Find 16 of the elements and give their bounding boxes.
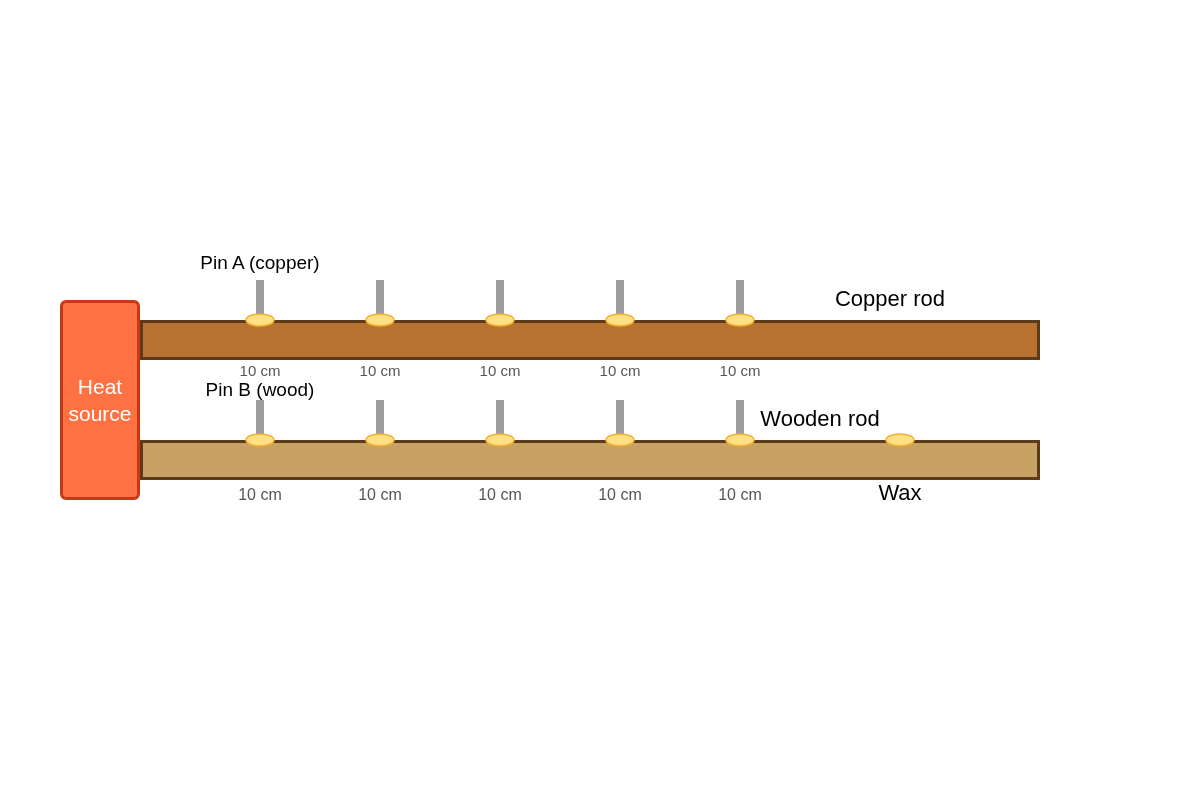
heat-source-box: Heat source <box>60 300 140 500</box>
dimension-label: 10 cm <box>719 361 761 379</box>
dimension-label: 10 cm <box>238 486 282 504</box>
dimension-label: 10 cm <box>479 361 521 379</box>
dimension-label: 10 cm <box>359 361 401 379</box>
wax-label: Wax <box>878 480 922 506</box>
rod-label: Copper rod <box>834 286 946 312</box>
dimension-label: 10 cm <box>718 486 762 504</box>
dimension-label: 10 cm <box>358 486 402 504</box>
dimension-label: 10 cm <box>599 361 641 379</box>
pin-label: Pin B (wood) <box>205 379 315 401</box>
dimension-label: 10 cm <box>239 361 281 379</box>
dimension-label: 10 cm <box>478 486 522 504</box>
pin-label: Pin A (copper) <box>200 252 320 274</box>
dimension-label: 10 cm <box>598 486 642 504</box>
rod-label: Wooden rod <box>760 406 880 432</box>
